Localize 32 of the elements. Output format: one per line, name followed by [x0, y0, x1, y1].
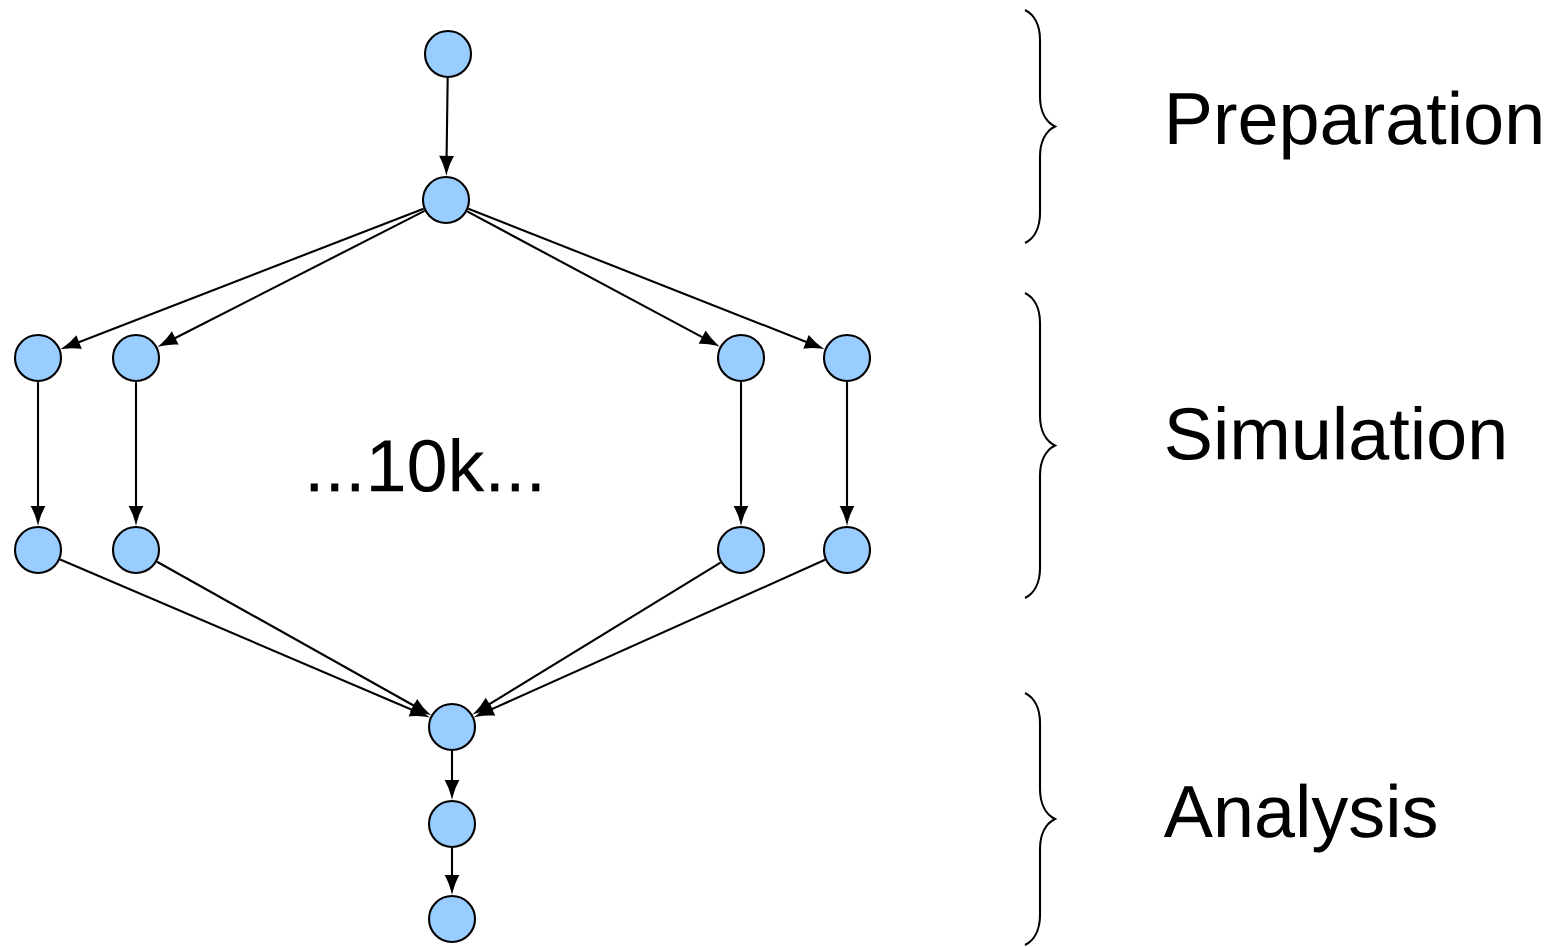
- arrow: [439, 78, 454, 173]
- arrow: [734, 382, 748, 523]
- flow-circle: [13, 525, 63, 575]
- flow-circle: [822, 333, 872, 383]
- flow-circle: [111, 525, 161, 575]
- flow-circle: [421, 175, 471, 225]
- flow-circle: [822, 525, 872, 575]
- arrow: [445, 848, 459, 892]
- count-text: ...10k...: [310, 437, 540, 493]
- arrow: [59, 558, 427, 717]
- arrow: [475, 561, 722, 714]
- arrow: [445, 751, 459, 797]
- flow-circle: [111, 333, 161, 383]
- flow-circle: [427, 702, 477, 752]
- flow-circle: [427, 799, 477, 849]
- flow-circle: [427, 894, 477, 944]
- arrow: [476, 558, 826, 717]
- arrow: [129, 382, 143, 523]
- flow-circle: [13, 333, 63, 383]
- arrow: [840, 382, 854, 523]
- phase-label: Preparation: [1169, 90, 1541, 160]
- arrow: [468, 207, 822, 349]
- flow-circle: [423, 29, 473, 79]
- arrow: [466, 210, 718, 346]
- phase-label: Analysis: [1163, 783, 1436, 853]
- arrow: [31, 382, 45, 523]
- arrow: [63, 207, 424, 349]
- arrow: [160, 209, 426, 347]
- flow-circle: [716, 525, 766, 575]
- phase-label: Simulation: [1167, 405, 1504, 461]
- arrow: [156, 560, 429, 715]
- flow-circle: [716, 333, 766, 383]
